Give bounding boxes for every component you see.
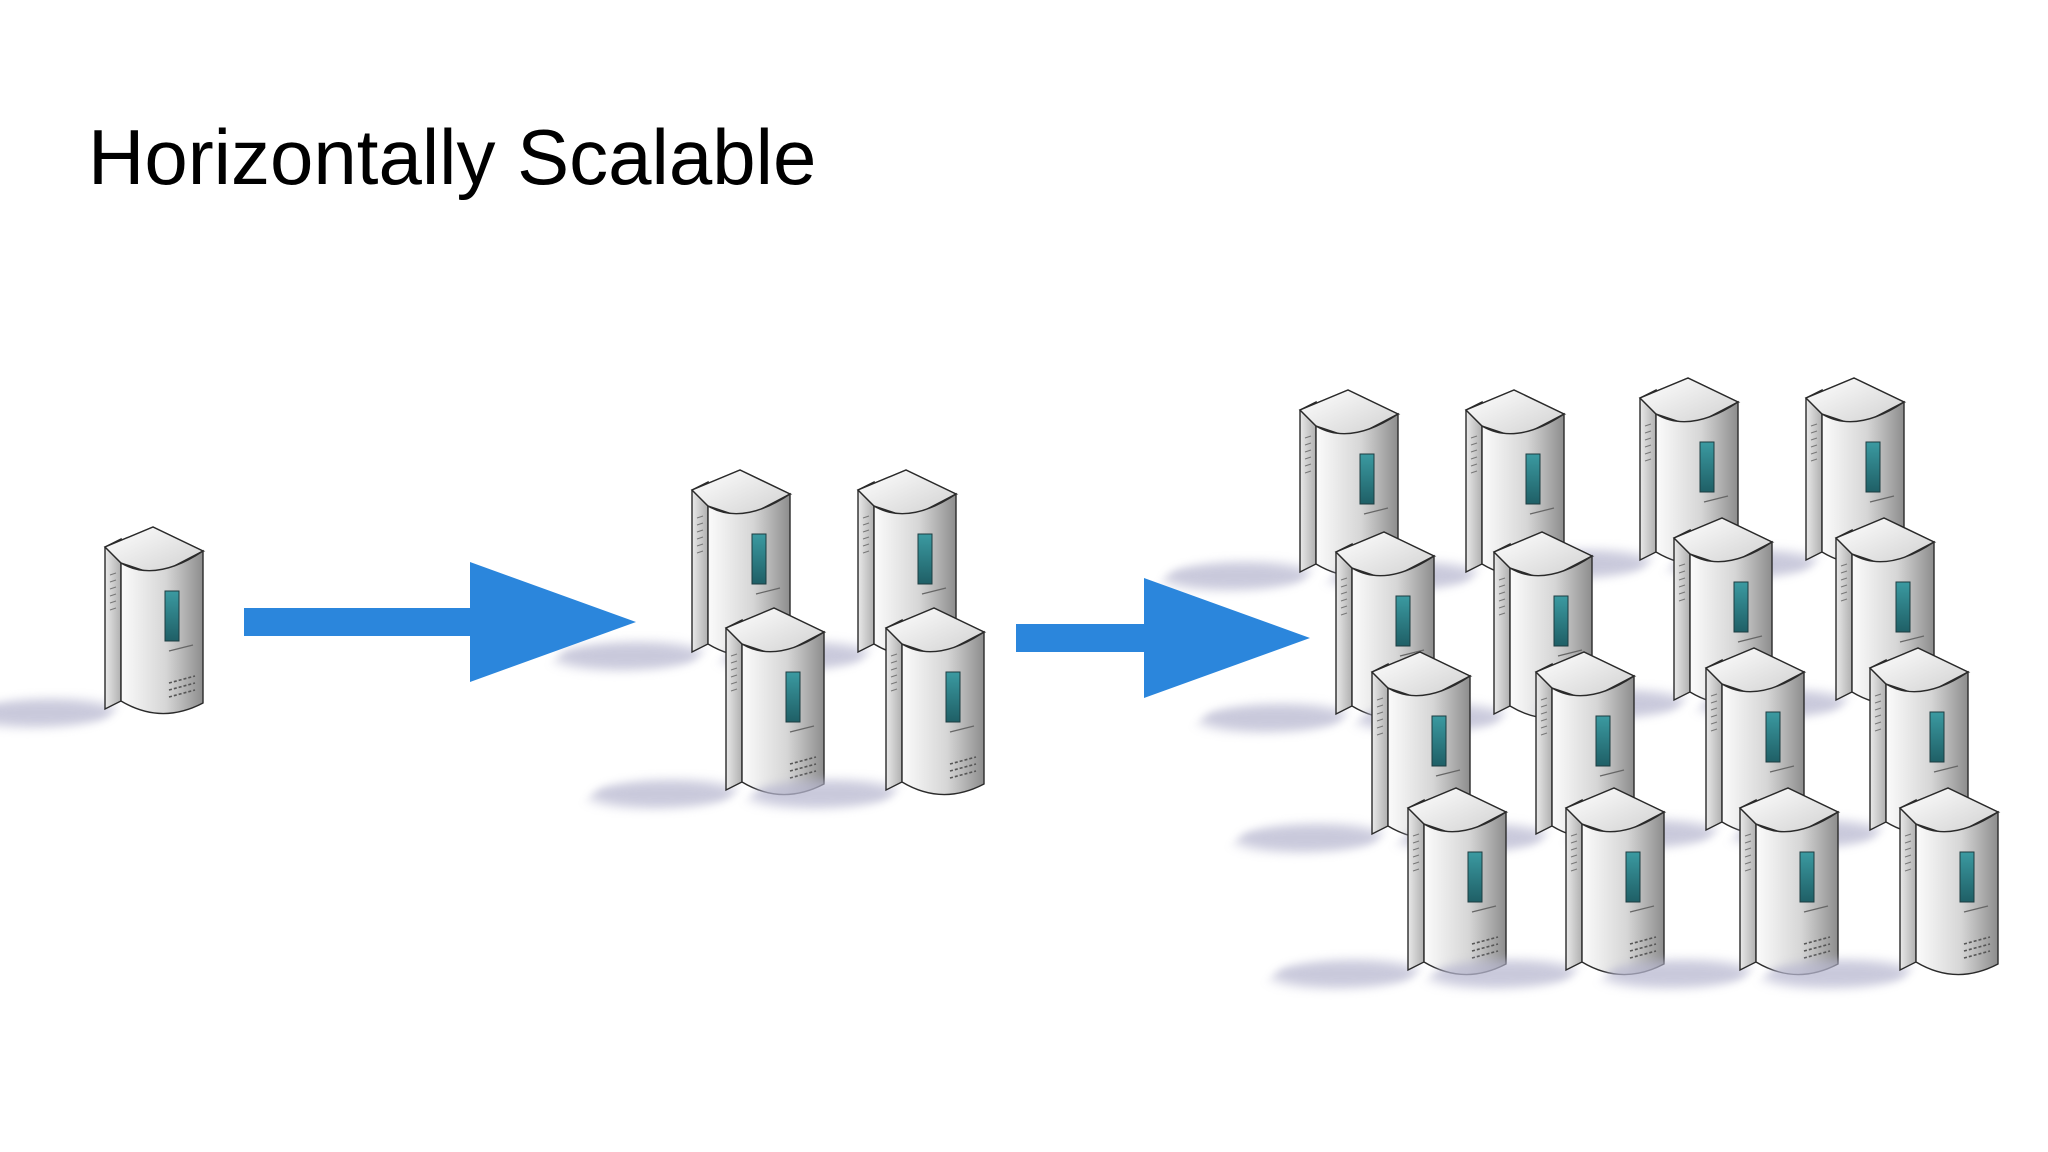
server-tower-icon	[0, 526, 206, 727]
arrow-right-icon	[244, 562, 636, 682]
server-tower-icon	[750, 607, 987, 808]
arrows-layer	[244, 562, 1310, 698]
arrow-right-icon	[1016, 578, 1310, 698]
server-tower-icon	[590, 607, 827, 808]
server-tower-icon	[1430, 787, 1667, 988]
server-tower-icon	[556, 469, 793, 670]
server-tower-icon	[1764, 787, 2001, 988]
server-tower-icon	[1604, 787, 1841, 988]
servers-layer	[0, 377, 2001, 988]
page-title: Horizontally Scalable	[88, 113, 817, 201]
